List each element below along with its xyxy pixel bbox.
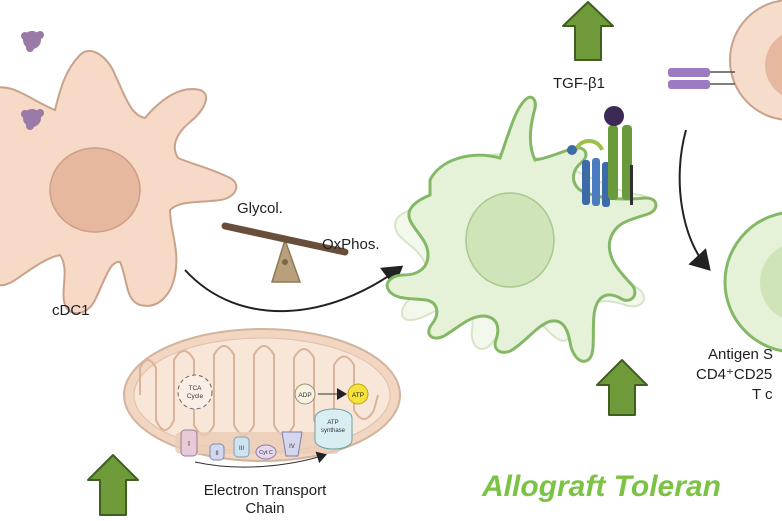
etc-label: Electron Transport Chain <box>180 482 350 518</box>
tol-dc-nucleus <box>465 192 555 288</box>
antigen-label-line3: T c <box>752 386 773 403</box>
tcr-receptor-icon <box>668 68 735 89</box>
oxphos-label: OxPhos. <box>322 236 380 253</box>
cdc1-nucleus <box>49 147 141 233</box>
antigen-label-line1: Antigen S <box>708 346 774 363</box>
atp-synthase <box>314 408 353 450</box>
glycolysis-label: Glycol. <box>237 200 283 217</box>
cdc1-label: cDC1 <box>52 302 90 319</box>
complex-3 <box>233 436 250 458</box>
etc-label-line1: Electron Transport <box>203 482 327 499</box>
tca-label-line1: TCA <box>189 385 203 392</box>
adp-label: ADP <box>298 392 311 399</box>
up-arrow-icon <box>596 359 648 416</box>
complex-2 <box>209 443 225 461</box>
seesaw-icon <box>221 222 349 283</box>
complex-1-label: I <box>188 441 190 448</box>
cdc1-cell <box>0 49 238 315</box>
right-curved-arrow <box>678 129 711 271</box>
complex-4-label: IV <box>289 444 295 450</box>
atp-label: ATP <box>352 392 364 399</box>
atp-synthase-label-line1: ATP <box>327 420 338 426</box>
up-arrow-icon <box>87 454 139 516</box>
cyt-c <box>255 444 277 460</box>
complex-1 <box>180 429 198 457</box>
tgf-beta1-label: TGF-β1 <box>553 75 605 92</box>
complex-3-label: III <box>239 446 244 452</box>
complex-2-label: II <box>215 451 219 457</box>
antigen-particle-icon <box>21 31 44 130</box>
complex-4 <box>281 431 303 457</box>
tca-cycle-icon <box>177 374 213 410</box>
atp-synthase-label-line2: synthase <box>321 428 346 434</box>
up-arrow-icon <box>562 1 614 61</box>
antigen-specific-label: Antigen S CD4⁺CD25 T c <box>696 345 774 405</box>
receptor-icon <box>567 106 633 207</box>
cyt-c-label: Cyt C <box>259 450 273 456</box>
antigen-label-line2: CD4⁺CD25 <box>696 366 773 383</box>
electron-flow-arrow <box>194 451 327 468</box>
tca-label-line2: Cycle <box>187 393 204 400</box>
atp-circle <box>347 383 369 405</box>
curved-arrow-icon <box>184 265 404 313</box>
etc-label-line2: Chain <box>245 500 285 517</box>
adp-circle <box>294 383 316 405</box>
top-right-cell <box>729 0 782 121</box>
antigen-specific-t-cell <box>723 211 782 353</box>
allograft-tolerance-title: Allograft Toleran <box>482 470 721 503</box>
